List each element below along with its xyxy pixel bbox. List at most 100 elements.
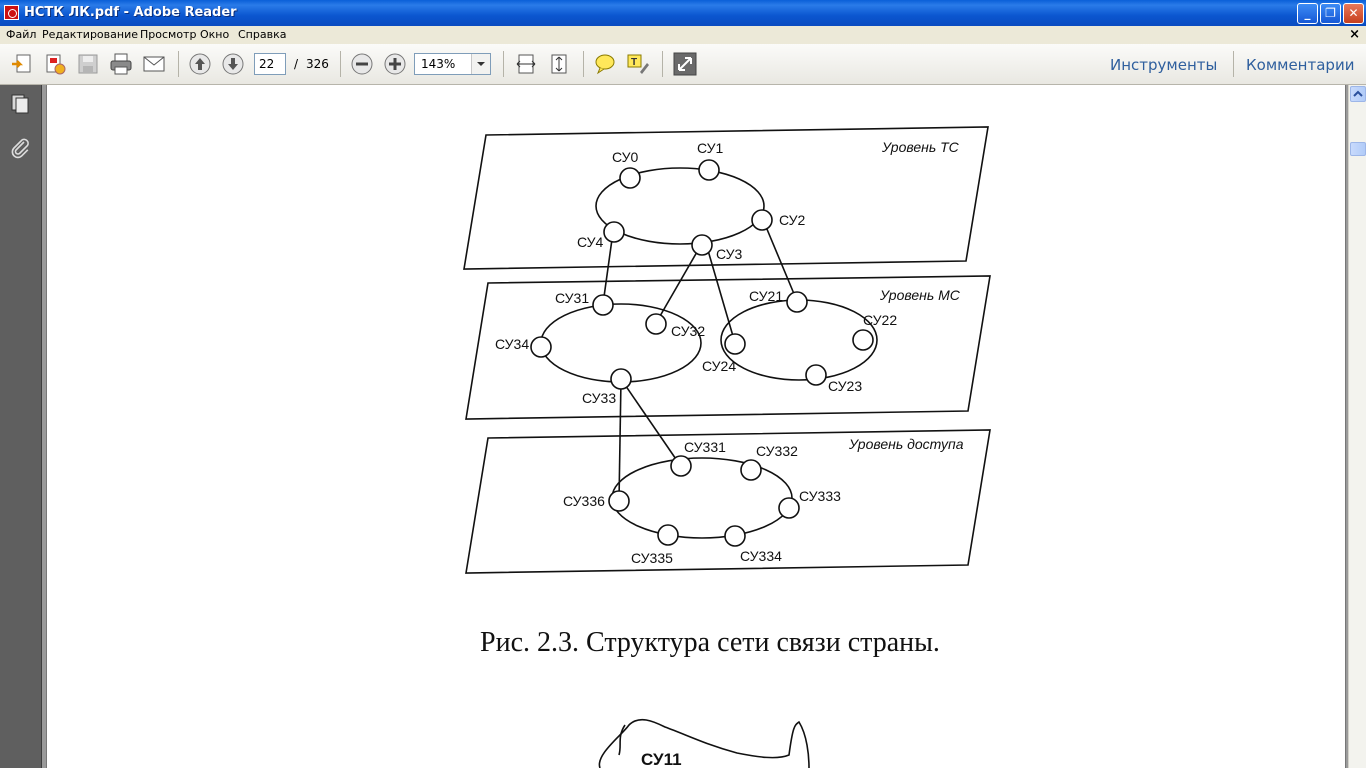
window-title: НСТК ЛК.pdf - Adobe Reader <box>24 5 237 20</box>
email-icon[interactable] <box>142 52 166 76</box>
toolbar-separator <box>1233 51 1234 77</box>
zoom-value: 143% <box>421 57 456 71</box>
node-su32 <box>645 313 667 335</box>
network-structure-diagram: Уровень ТС Уровень МС Уровень доступа СУ… <box>463 126 991 768</box>
node-su332 <box>740 459 762 481</box>
zoom-select[interactable]: 143% <box>414 53 491 75</box>
comments-pane-link[interactable]: Комментарии <box>1246 56 1355 74</box>
attachments-paperclip-icon[interactable] <box>9 137 31 159</box>
zoom-out-icon[interactable] <box>350 52 374 76</box>
full-screen-icon[interactable] <box>673 52 697 76</box>
scroll-up-button[interactable] <box>1350 86 1366 102</box>
svg-text:T: T <box>631 57 637 68</box>
link-su33-su336 <box>618 378 622 502</box>
label-level-tc: Уровень ТС <box>881 139 960 155</box>
document-view[interactable]: Уровень ТС Уровень МС Уровень доступа СУ… <box>42 85 1348 768</box>
node-su3 <box>691 234 713 256</box>
menu-help[interactable]: Справка <box>238 28 287 41</box>
toolbar: 22 / 326 143% T Инструменты Комментарии <box>0 44 1366 85</box>
toolbar-separator <box>340 51 341 77</box>
page-separator: / <box>294 57 299 71</box>
label-su31: СУ31 <box>555 290 589 306</box>
node-su21 <box>786 291 808 313</box>
zoom-in-icon[interactable] <box>383 52 407 76</box>
label-su0: СУ0 <box>612 149 639 165</box>
label-su34: СУ34 <box>495 336 529 352</box>
plane-tc-level <box>463 126 989 270</box>
label-su334: СУ334 <box>740 548 782 564</box>
document-close-icon[interactable]: × <box>1349 27 1360 42</box>
next-figure-partial <box>598 718 810 768</box>
link-su3-su32 <box>655 244 702 324</box>
menu-file[interactable]: Файл <box>6 28 37 41</box>
node-su1 <box>698 159 720 181</box>
node-su334 <box>724 525 746 547</box>
page-number-input[interactable]: 22 <box>254 53 286 75</box>
menu-edit[interactable]: Редактирование <box>42 28 138 41</box>
pdf-page: Уровень ТС Уровень МС Уровень доступа СУ… <box>46 85 1346 768</box>
label-su336: СУ336 <box>563 493 605 509</box>
print-icon[interactable] <box>109 52 133 76</box>
node-su24 <box>724 333 746 355</box>
minimize-button[interactable]: _ <box>1297 3 1318 24</box>
tools-pane-link[interactable]: Инструменты <box>1110 56 1218 74</box>
label-su333: СУ333 <box>799 488 841 504</box>
label-su33: СУ33 <box>582 390 616 406</box>
create-pdf-icon[interactable] <box>43 52 67 76</box>
label-level-access: Уровень доступа <box>848 436 964 452</box>
node-su336 <box>608 490 630 512</box>
menu-view[interactable]: Просмотр <box>140 28 197 41</box>
save-icon[interactable] <box>76 52 100 76</box>
node-su34 <box>530 336 552 358</box>
node-su335 <box>657 524 679 546</box>
label-su32: СУ32 <box>671 323 705 339</box>
link-su4-su31 <box>602 231 614 305</box>
node-su22 <box>852 329 874 351</box>
label-su4: СУ4 <box>577 234 604 250</box>
page-thumbnails-icon[interactable] <box>9 93 31 115</box>
figure-caption: Рис. 2.3. Структура сети связи страны. <box>480 627 940 658</box>
link-su3-su24 <box>706 246 736 344</box>
label-su3: СУ3 <box>716 246 743 262</box>
navigation-panel <box>0 85 42 768</box>
label-su11: СУ11 <box>641 750 682 768</box>
node-su0 <box>619 167 641 189</box>
plane-access-level <box>465 429 991 574</box>
fit-page-icon[interactable] <box>547 52 571 76</box>
scroll-thumb[interactable] <box>1350 142 1366 156</box>
node-su31 <box>592 294 614 316</box>
chevron-up-icon <box>1353 90 1363 97</box>
restore-button[interactable]: ❐ <box>1320 3 1341 24</box>
next-page-icon[interactable] <box>221 52 245 76</box>
link-su2-su21 <box>763 221 798 302</box>
fit-width-icon[interactable] <box>514 52 538 76</box>
menu-window[interactable]: Окно <box>200 28 230 41</box>
label-su24: СУ24 <box>702 358 736 374</box>
label-su331: СУ331 <box>684 439 726 455</box>
plane-ms-level <box>465 275 991 420</box>
chevron-down-icon[interactable] <box>471 54 490 74</box>
node-su4 <box>603 221 625 243</box>
node-su333 <box>778 497 800 519</box>
close-button[interactable]: ✕ <box>1343 3 1364 24</box>
ring-tc <box>595 167 765 245</box>
label-su1: СУ1 <box>697 140 724 156</box>
node-su2 <box>751 209 773 231</box>
open-file-icon[interactable] <box>10 52 34 76</box>
node-su33 <box>610 368 632 390</box>
highlight-text-icon[interactable]: T <box>626 52 650 76</box>
vertical-scrollbar[interactable] <box>1348 85 1366 768</box>
node-su331 <box>670 455 692 477</box>
toolbar-separator <box>662 51 663 77</box>
toolbar-separator <box>583 51 584 77</box>
previous-page-icon[interactable] <box>188 52 212 76</box>
label-su332: СУ332 <box>756 443 798 459</box>
label-su22: СУ22 <box>863 312 897 328</box>
label-su2: СУ2 <box>779 212 806 228</box>
comment-note-icon[interactable] <box>593 52 617 76</box>
node-su23 <box>805 364 827 386</box>
label-su335: СУ335 <box>631 550 673 566</box>
toolbar-separator <box>178 51 179 77</box>
label-level-ms: Уровень МС <box>879 287 961 303</box>
menu-bar: Файл Редактирование Просмотр Окно Справк… <box>0 26 1366 44</box>
